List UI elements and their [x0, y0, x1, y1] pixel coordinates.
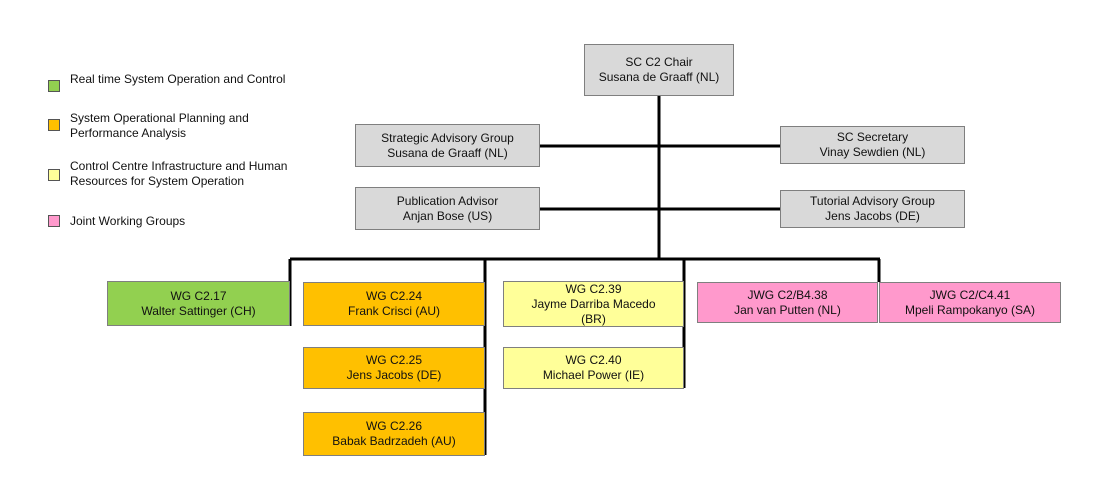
wg-lead: Mpeli Rampokanyo (SA) — [904, 302, 1036, 317]
wg-lead: Frank Crisci (AU) — [348, 304, 440, 318]
secretary-title: SC Secretary — [836, 130, 909, 144]
wg-c2-25-box: WG C2.25 Jens Jacobs (DE) — [303, 347, 485, 389]
legend-label: Joint Working Groups — [70, 214, 186, 228]
publication-title: Publication Advisor — [396, 193, 499, 208]
legend-swatch-yellow — [48, 169, 60, 181]
wg-lead: Jens Jacobs (DE) — [346, 368, 442, 382]
wg-c2-24-box: WG C2.24 Frank Crisci (AU) — [303, 282, 485, 326]
tutorial-title: Tutorial Advisory Group — [810, 194, 935, 208]
wg-title: JWG C2/C4.41 — [929, 287, 1011, 302]
secretary-box: SC Secretary Vinay Sewdien (NL) — [780, 126, 965, 164]
wg-title: WG C2.26 — [365, 419, 422, 433]
chair-title: SC C2 Chair — [625, 55, 693, 69]
legend-swatch-orange — [48, 119, 60, 131]
wg-c2-39-box: WG C2.39 Jayme Darriba Macedo (BR) — [503, 281, 684, 327]
chair-name: Susana de Graaff (NL) — [598, 70, 720, 84]
wg-c2-26-box: WG C2.26 Babak Badrzadeh (AU) — [303, 412, 485, 456]
wg-title: WG C2.24 — [365, 289, 422, 303]
legend-swatch-pink — [48, 215, 60, 227]
strategic-advisory-box: Strategic Advisory Group Susana de Graaf… — [355, 124, 540, 167]
legend-label: Real time System Operation and Control — [70, 72, 286, 86]
chair-box: SC C2 Chair Susana de Graaff (NL) — [584, 44, 734, 96]
legend-swatch-green — [48, 80, 60, 92]
wg-title: WG C2.17 — [170, 288, 227, 303]
jwg-c2-c4-41-box: JWG C2/C4.41 Mpeli Rampokanyo (SA) — [879, 282, 1061, 323]
wg-lead: Jayme Darriba Macedo — [531, 296, 656, 311]
wg-lead: Michael Power (IE) — [542, 368, 645, 382]
wg-title: WG C2.39 — [565, 281, 622, 296]
wg-lead: Jan van Putten (NL) — [734, 302, 841, 317]
publication-advisor-box: Publication Advisor Anjan Bose (US) — [355, 187, 540, 230]
wg-lead: Babak Badrzadeh (AU) — [332, 434, 456, 448]
jwg-c2-b4-38-box: JWG C2/B4.38 Jan van Putten (NL) — [697, 282, 878, 323]
wg-title: WG C2.25 — [365, 353, 422, 367]
wg-title: JWG C2/B4.38 — [747, 287, 828, 302]
legend-label: Control Centre Infrastructure and Human … — [70, 159, 288, 188]
strategic-title: Strategic Advisory Group — [381, 130, 514, 145]
publication-name: Anjan Bose (US) — [402, 208, 493, 223]
legend-label: System Operational Planning and Performa… — [70, 111, 249, 140]
wg-c2-40-box: WG C2.40 Michael Power (IE) — [503, 347, 684, 389]
strategic-name: Susana de Graaff (NL) — [387, 145, 508, 160]
tutorial-advisory-box: Tutorial Advisory Group Jens Jacobs (DE) — [780, 190, 965, 228]
secretary-name: Vinay Sewdien (NL) — [819, 145, 926, 159]
wg-c2-17-box: WG C2.17 Walter Sattinger (CH) — [107, 281, 290, 326]
tutorial-name: Jens Jacobs (DE) — [825, 209, 920, 223]
wg-lead: Walter Sattinger (CH) — [141, 303, 256, 318]
wg-title: WG C2.40 — [565, 353, 622, 367]
wg-lead-country: (BR) — [581, 311, 606, 326]
